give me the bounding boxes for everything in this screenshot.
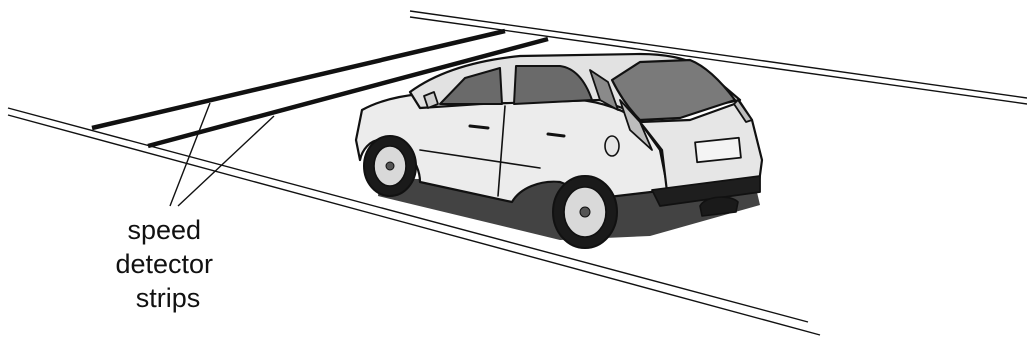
label-line-speed: speed bbox=[127, 215, 201, 245]
car bbox=[356, 54, 762, 248]
car-number-plate bbox=[695, 138, 741, 162]
car-far-wheel bbox=[700, 197, 738, 216]
speed-detector-label: speed detector strips bbox=[115, 215, 220, 313]
car-fuel-cap bbox=[605, 136, 619, 156]
label-line-strips: strips bbox=[136, 283, 201, 313]
label-line-detector: detector bbox=[115, 249, 213, 279]
car-front-wheel bbox=[364, 136, 416, 196]
car-rear-wheel bbox=[553, 176, 617, 248]
